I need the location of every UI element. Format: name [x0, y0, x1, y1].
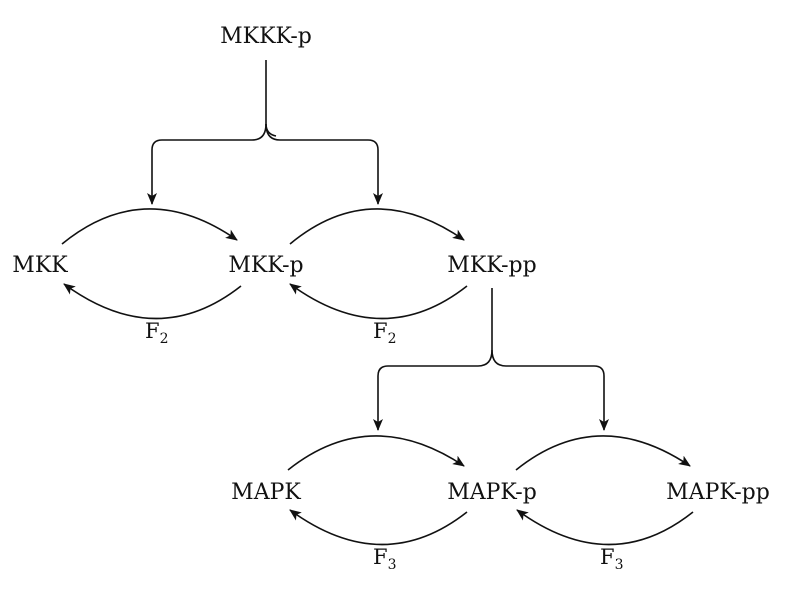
arrow-mkk-to-mkk-p: [61, 208, 238, 245]
branch-mkk-pp-left: [373, 288, 493, 431]
branch-mkkk-p-right: [265, 123, 383, 205]
node-mapk-p: MAPK-p: [447, 480, 537, 505]
node-mapk: MAPK: [231, 480, 301, 505]
label-f3-left: F3: [373, 545, 397, 573]
node-mkk: MKK: [12, 253, 68, 278]
arrow-mkk-p-to-mkk-pp: [289, 208, 465, 245]
arrow-mapk-p-to-mapk: [289, 509, 468, 546]
arrow-mapk-pp-to-mapk-p: [516, 509, 694, 546]
node-mkk-pp: MKK-pp: [447, 253, 536, 278]
node-mapk-pp: MAPK-pp: [666, 480, 770, 505]
label-f2-right: F2: [373, 319, 397, 347]
arrow-mkk-p-to-mkk: [63, 283, 242, 320]
label-f3-right: F3: [600, 545, 624, 573]
branch-mkkk-p-left: [147, 123, 267, 205]
node-mkkk-p: MKKK-p: [220, 24, 312, 49]
node-mkk-p: MKK-p: [228, 253, 303, 278]
branch-mkk-pp-right: [491, 349, 609, 431]
branch-mkkk-p-stem: [265, 60, 277, 137]
label-f2-left: F2: [145, 319, 169, 347]
arrow-mapk-to-mapk-p: [287, 435, 465, 471]
arrow-mkk-pp-to-mkk-p: [289, 283, 468, 320]
arrow-mapk-p-to-mapk-pp: [515, 435, 691, 471]
